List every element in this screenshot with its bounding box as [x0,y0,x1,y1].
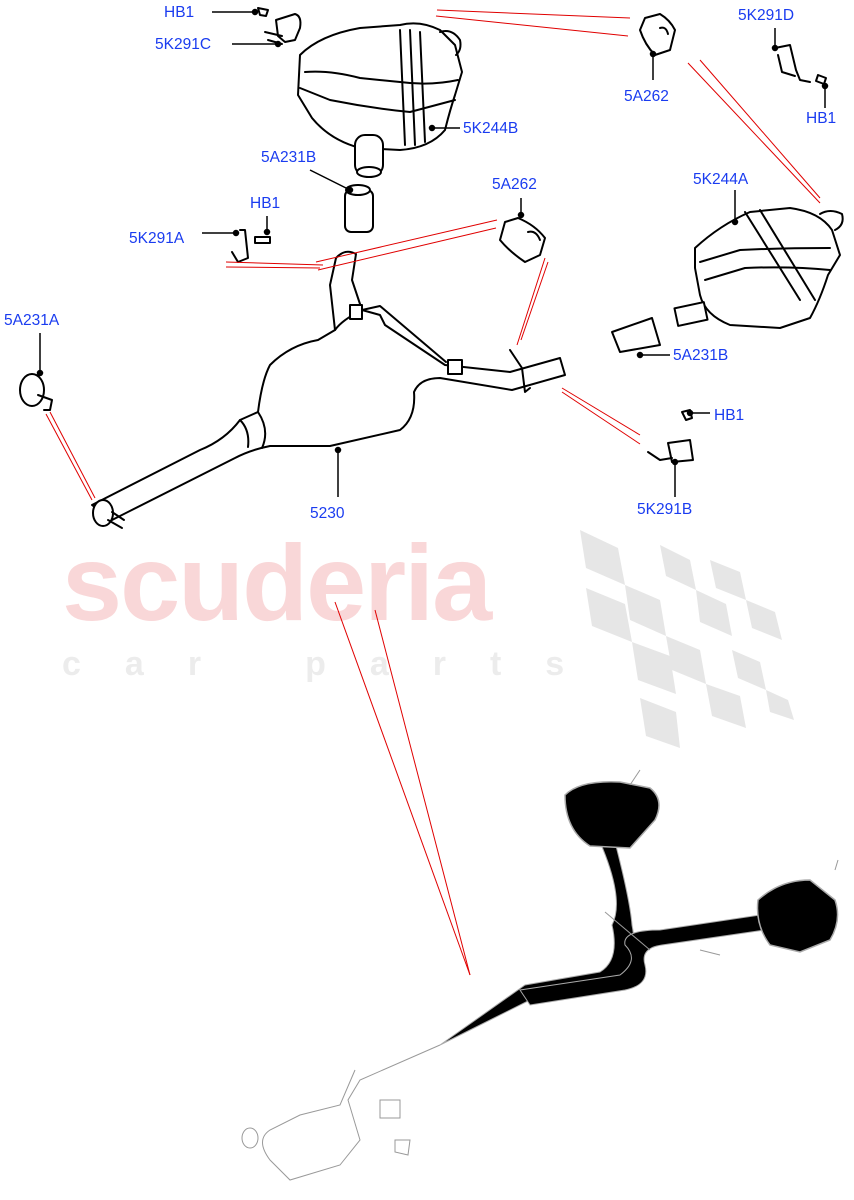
full-system-overview [241,769,839,1181]
label-5k291b[interactable]: 5K291B [637,501,693,518]
exhaust-pipe-5230 [91,250,566,529]
label-5230[interactable]: 5230 [310,505,345,522]
label-5a262[interactable]: 5A262 [492,176,537,193]
rear-silencer-left [297,22,463,178]
leader-lines [36,8,829,497]
label-5k291c[interactable]: 5K291C [155,36,212,53]
watermark-brand: scuderia [62,522,492,643]
label-5a231a[interactable]: 5A231A [4,312,60,329]
label-hb1[interactable]: HB1 [806,110,837,127]
label-5k291a[interactable]: 5K291A [129,230,185,247]
rear-silencer-right [673,207,844,329]
label-hb1[interactable]: HB1 [164,4,195,21]
label-5a231b[interactable]: 5A231B [261,149,317,166]
label-5k244a[interactable]: 5K244A [693,171,749,188]
label-hb1[interactable]: HB1 [714,407,745,424]
label-5a262[interactable]: 5A262 [624,88,669,105]
reference-lines [45,9,821,976]
label-5a231b[interactable]: 5A231B [673,347,729,364]
label-hb1[interactable]: HB1 [250,195,281,212]
label-5k291d[interactable]: 5K291D [738,7,795,24]
label-5k244b[interactable]: 5K244B [463,120,519,137]
